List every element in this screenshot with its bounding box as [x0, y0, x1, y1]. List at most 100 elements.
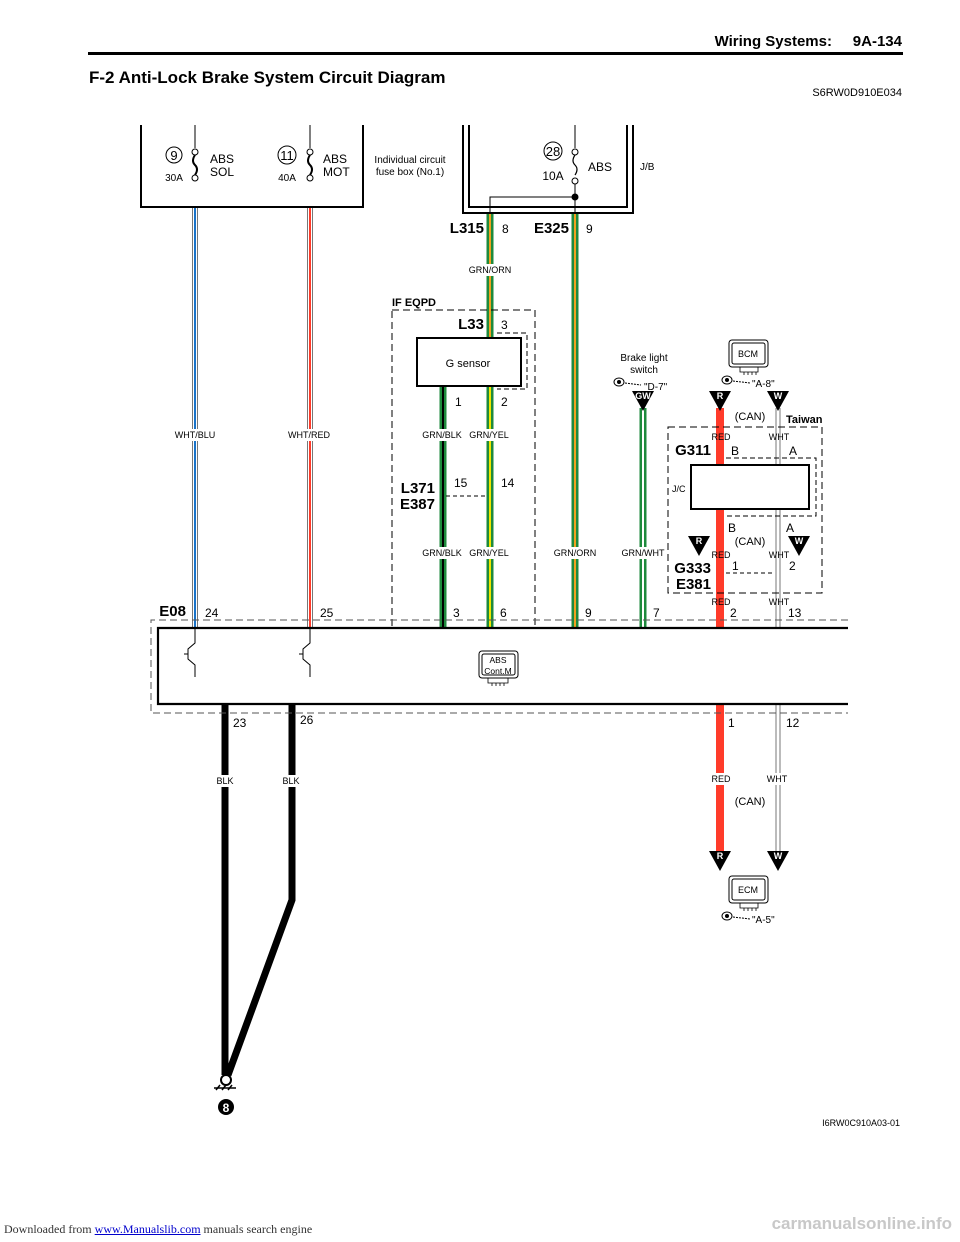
e08-pin: 2	[730, 606, 737, 620]
e08-connector-outline	[150, 619, 848, 714]
svg-text:3: 3	[501, 318, 508, 332]
wire-label: GRN/WHT	[622, 548, 665, 558]
svg-text:WHT: WHT	[769, 550, 790, 560]
connector-L315: L315	[450, 220, 484, 237]
svg-text:ABS: ABS	[588, 160, 612, 174]
svg-text:switch: switch	[630, 365, 658, 376]
fuse-28: 28 10A ABS	[489, 125, 612, 213]
wire-label: GRN/YEL	[469, 430, 509, 440]
svg-text:SOL: SOL	[210, 165, 234, 179]
taiwan-region-outline	[667, 426, 823, 594]
svg-text:ABS: ABS	[210, 152, 234, 166]
e08-pin: 9	[585, 606, 592, 620]
connector-G311: G311	[675, 442, 711, 459]
marker-w: W	[767, 851, 789, 871]
marker-w: W	[788, 536, 810, 556]
connector-E381: E381	[676, 576, 711, 593]
svg-text:A: A	[789, 444, 797, 458]
wire-label: GRN/ORN	[469, 265, 512, 275]
svg-text:B: B	[731, 444, 739, 458]
svg-text:MOT: MOT	[323, 165, 350, 179]
marker-r: R	[688, 536, 710, 556]
doc-code: S6RW0D910E034	[812, 87, 902, 99]
connector-G333: G333	[674, 560, 711, 577]
joint-connector	[690, 464, 810, 510]
connector-E387: E387	[400, 496, 435, 513]
junction-dot	[571, 193, 579, 201]
header-section: Wiring Systems:	[715, 33, 832, 50]
wire-label: BLK	[216, 776, 233, 786]
e08-pin: 13	[788, 606, 802, 620]
connector-L33: L33	[458, 316, 484, 333]
eye-reference-icon	[721, 911, 751, 921]
svg-text:(CAN): (CAN)	[735, 536, 766, 548]
bcm-ref[interactable]: "A-8"	[752, 379, 775, 390]
figure-code: I6RW0C910A03-01	[822, 1118, 900, 1128]
svg-text:28: 28	[546, 144, 560, 159]
svg-text:B: B	[728, 521, 736, 535]
e08-pin: 24	[205, 606, 219, 620]
jc-label: J/C	[672, 484, 686, 494]
svg-text:BCM: BCM	[738, 349, 758, 359]
g-sensor-label: G sensor	[446, 358, 491, 370]
svg-text:R: R	[717, 851, 724, 861]
fuse-icon	[307, 154, 313, 176]
svg-text:11: 11	[280, 148, 294, 163]
svg-text:R: R	[717, 391, 724, 401]
svg-text:9: 9	[586, 222, 593, 236]
svg-text:10A: 10A	[542, 169, 563, 183]
svg-text:8: 8	[502, 222, 509, 236]
svg-text:RED: RED	[711, 597, 731, 607]
brake-light-switch-ref[interactable]: "D-7"	[644, 382, 668, 393]
page-title: F-2 Anti-Lock Brake System Circuit Diagr…	[89, 68, 445, 87]
e08-pin: 6	[500, 606, 507, 620]
e08-pin: 7	[653, 606, 660, 620]
wire-label: GRN/BLK	[422, 548, 462, 558]
junction-block-label: J/B	[640, 162, 655, 173]
svg-text:ABS: ABS	[323, 152, 347, 166]
svg-text:(CAN): (CAN)	[735, 796, 766, 808]
e08-pin: 25	[320, 606, 334, 620]
can-label: (CAN)	[735, 411, 766, 423]
fuse-icon	[192, 154, 198, 176]
svg-text:30A: 30A	[165, 173, 183, 184]
connector-E08: E08	[159, 603, 186, 620]
g-sensor	[416, 337, 522, 387]
watermark: carmanualsonline.info	[771, 1214, 952, 1233]
ground-number: 8	[223, 1101, 230, 1115]
svg-text:RED: RED	[711, 550, 731, 560]
svg-text:2: 2	[501, 395, 508, 409]
svg-text:R: R	[696, 536, 703, 546]
ecm-ref[interactable]: "A-5"	[752, 915, 775, 926]
wire-label: WHT	[767, 774, 788, 784]
optional-equipment-outline	[391, 309, 536, 634]
svg-text:ABS: ABS	[489, 655, 506, 665]
header-rule	[88, 52, 903, 55]
manualslib-link[interactable]: www.Manualslib.com	[94, 1222, 201, 1236]
svg-text:14: 14	[501, 476, 515, 490]
eye-reference-icon	[613, 377, 642, 387]
wire-label: BLK	[282, 776, 299, 786]
brake-light-switch-label: Brake light	[620, 353, 667, 364]
marker-r: R	[709, 391, 731, 411]
ground-icon: 8	[214, 1074, 236, 1115]
svg-text:2: 2	[789, 559, 796, 573]
ecm-icon: ECM	[728, 875, 769, 911]
wire-label: WHT/RED	[288, 430, 330, 440]
wire-markers: GW R W R W R W	[632, 391, 810, 871]
e08-pin: 23	[233, 716, 247, 730]
svg-text:1: 1	[455, 395, 462, 409]
svg-text:ECM: ECM	[738, 885, 758, 895]
wire-label: GRN/YEL	[469, 548, 509, 558]
fuse-9: 9 30A ABS SOL	[165, 125, 234, 184]
svg-text:Cont.M: Cont.M	[484, 666, 511, 676]
marker-w: W	[767, 391, 789, 411]
svg-text:A: A	[786, 521, 794, 535]
fuse-box-label-2: fuse box (No.1)	[376, 167, 444, 178]
marker-r: R	[709, 851, 731, 871]
marker-gw: GW	[632, 391, 654, 411]
fuse-11: 11 40A ABS MOT	[277, 125, 350, 184]
footer: Downloaded from www.Manualslib.com manua…	[4, 1222, 313, 1236]
